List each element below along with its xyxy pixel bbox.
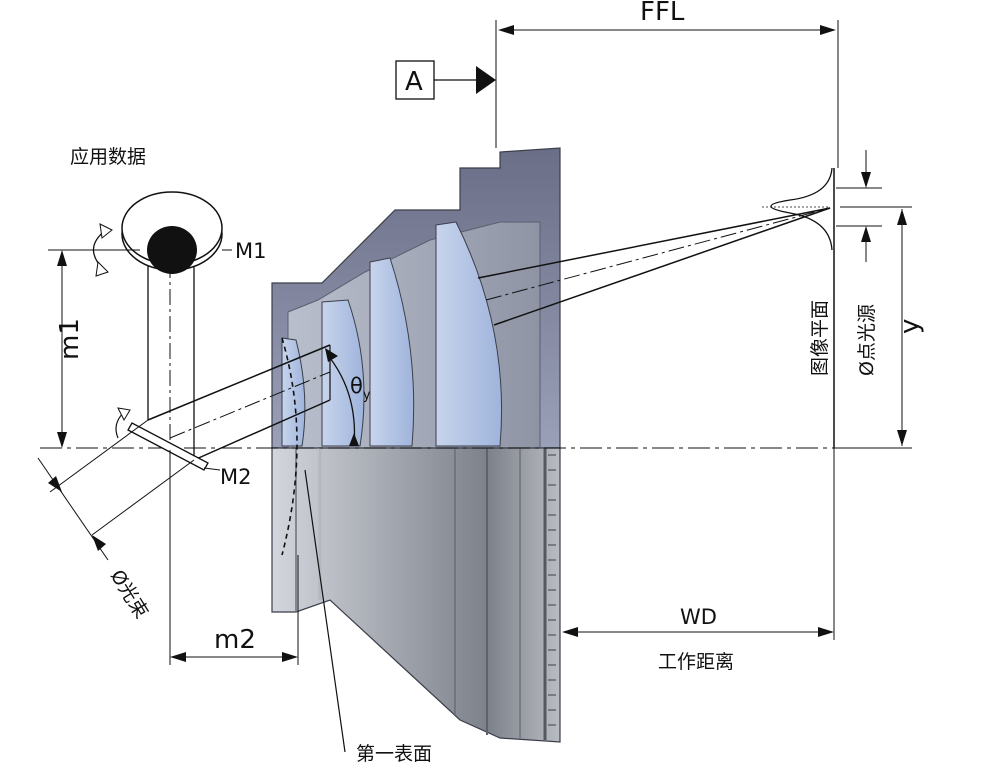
knurl-ring bbox=[548, 454, 556, 726]
wd-label: WD bbox=[680, 605, 717, 629]
lens-body bbox=[271, 147, 561, 743]
theta-y-label: θy bbox=[350, 374, 371, 403]
m2-distance-label: m2 bbox=[214, 625, 256, 655]
first-surface-curve bbox=[281, 337, 298, 556]
m2-dimension bbox=[169, 450, 299, 665]
diagram-title: 应用数据 bbox=[70, 146, 146, 168]
m1-mirror-center bbox=[147, 226, 197, 274]
datum-a bbox=[395, 60, 496, 100]
point-source-dimension bbox=[836, 150, 882, 262]
lens-element-4 bbox=[435, 221, 502, 447]
image-plane-label: 图像平面 bbox=[809, 300, 831, 376]
lens-element-2 bbox=[321, 299, 365, 447]
datum-label: A bbox=[405, 67, 423, 97]
ffl-label: FFL bbox=[640, 0, 685, 27]
ffl-dimension bbox=[495, 20, 839, 168]
m1-distance-label: m1 bbox=[55, 318, 85, 360]
m2-mirror-label: M2 bbox=[220, 465, 251, 489]
m1-dimension bbox=[48, 249, 140, 448]
mirror-m2 bbox=[127, 422, 221, 471]
output-rays bbox=[477, 207, 831, 326]
rotation-arrow-icon bbox=[92, 223, 113, 277]
m2-rotation-arrow-icon bbox=[115, 407, 131, 439]
lens-housing-bottom bbox=[271, 447, 561, 743]
working-distance-label: 工作距离 bbox=[658, 651, 734, 673]
beam bbox=[147, 344, 331, 461]
m1-mirror-label: M1 bbox=[235, 239, 266, 263]
y-dimension bbox=[840, 206, 912, 449]
beam-diameter-label: Ø光束 bbox=[106, 566, 153, 623]
beam-diameter-dimension bbox=[37, 419, 195, 561]
wd-dimension bbox=[562, 448, 835, 640]
mirror-m1 bbox=[121, 191, 232, 460]
first-surface-leader bbox=[304, 469, 346, 753]
lens-element-3 bbox=[369, 257, 415, 447]
y-label: y bbox=[895, 319, 925, 334]
first-surface-label: 第一表面 bbox=[356, 743, 432, 765]
point-source-label: Ø点光源 bbox=[856, 304, 878, 376]
